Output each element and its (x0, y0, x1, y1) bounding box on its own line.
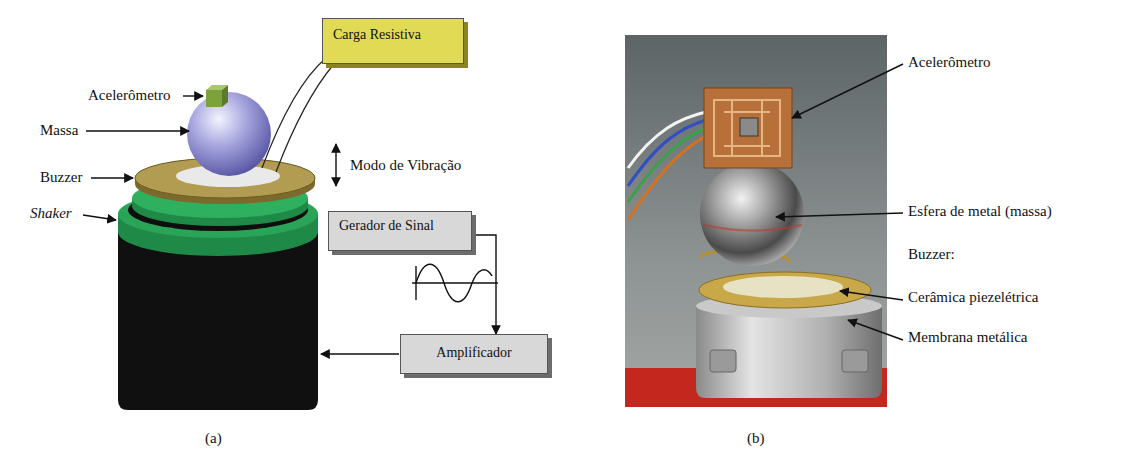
mass-sphere (187, 92, 271, 176)
leader-arrow (848, 320, 903, 340)
load-box: Carga Resistiva (322, 18, 464, 64)
part-label: Acelerômetro (908, 54, 990, 71)
wire (276, 64, 334, 172)
box-text: Amplificador (411, 345, 537, 361)
panel-label: (b) (747, 430, 765, 447)
sine-symbol (412, 264, 498, 302)
part-label: Esfera de metal (massa) (908, 203, 1052, 220)
drive-arrow (321, 353, 399, 354)
leader-arrow (840, 291, 903, 300)
leader-arrow (86, 130, 189, 131)
part-label: Buzzer: (908, 246, 955, 263)
mode-label: Modo de Vibração (350, 157, 461, 174)
leader-arrow (776, 213, 903, 217)
wire (262, 58, 326, 168)
signal-connector (476, 235, 496, 334)
leader-arrow (91, 177, 133, 178)
accelerometer-cube (206, 85, 228, 107)
box-text: Carga Resistiva (333, 27, 453, 43)
box-text: Gerador de Sinal (339, 218, 461, 234)
generator-box: Gerador de Sinal (328, 211, 472, 251)
part-label: Massa (40, 122, 78, 139)
part-label: Acelerômetro (88, 87, 170, 104)
leader-arrow (792, 64, 903, 118)
leader-arrow (183, 95, 203, 96)
part-label: Shaker (30, 205, 72, 222)
vibration-arrow (335, 144, 336, 186)
panel-label: (a) (205, 430, 222, 447)
part-label: Membrana metálica (908, 329, 1028, 346)
leader-arrow (83, 215, 116, 220)
part-label: Buzzer (40, 169, 82, 186)
amplifier-box: Amplificador (400, 334, 548, 374)
shaker-drawing (118, 178, 318, 410)
part-label: Cerâmica piezelétrica (908, 289, 1038, 306)
